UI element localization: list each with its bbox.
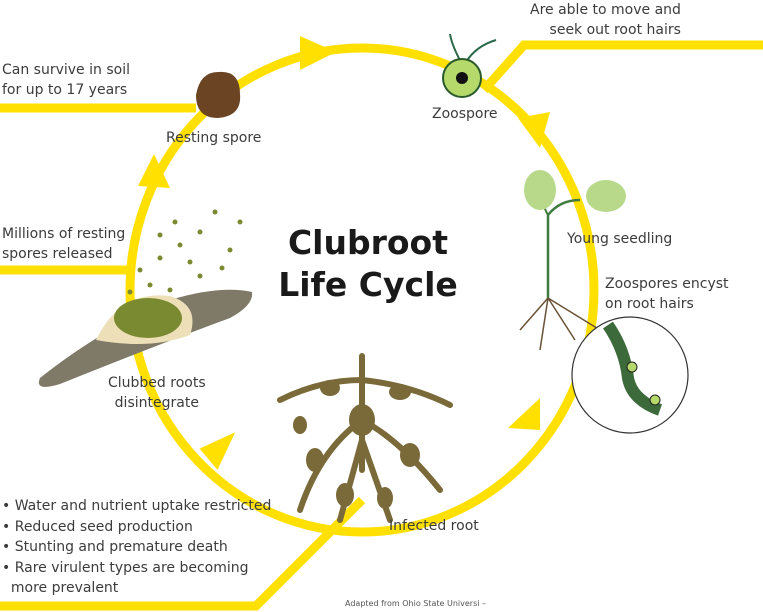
note-millions: Millions of resting spores released <box>2 224 125 264</box>
effect-text: Stunting and premature death <box>14 539 228 555</box>
effect-item: • Rare virulent types are becoming <box>2 559 249 576</box>
move-line-1: Are able to move and <box>530 2 681 18</box>
effect-item: • Reduced seed production <box>2 518 193 535</box>
move-line-2: seek out root hairs <box>549 22 681 38</box>
encyst-line-2: on root hairs <box>605 296 694 312</box>
label-zoospore: Zoospore <box>432 106 498 122</box>
title-line-1: Clubroot <box>287 223 449 262</box>
arrow-lower-right <box>508 398 540 430</box>
label-infected-root: Infected root <box>389 518 479 534</box>
arrow-right <box>518 112 550 148</box>
effect-item: • Water and nutrient uptake restricted <box>2 498 272 514</box>
millions-line-1: Millions of resting <box>2 226 126 242</box>
label-clubbed-roots: Clubbed roots disintegrate <box>108 373 206 413</box>
clubbed-line-1: Clubbed roots <box>108 375 206 391</box>
arrow-top <box>300 36 336 70</box>
young-seedling-icon <box>519 170 626 351</box>
survive-line-1: Can survive in soil <box>2 62 130 78</box>
effect-text: Water and nutrient uptake restricted <box>14 498 272 514</box>
released-spores-icon <box>127 209 243 295</box>
title-line-2: Life Cycle <box>278 265 458 304</box>
infected-root-icon <box>277 353 453 523</box>
leader-effects <box>0 496 366 611</box>
encyst-line-1: Zoospores encyst <box>605 276 729 292</box>
clubbed-root-icon <box>38 289 253 387</box>
resting-spore-icon <box>196 71 241 118</box>
effect-item-cont: more prevalent <box>2 578 271 599</box>
effects-list: • Water and nutrient uptake restricted •… <box>2 496 271 599</box>
diagram-title: Clubroot Life Cycle <box>268 222 468 306</box>
note-move: Are able to move and seek out root hairs <box>530 0 681 40</box>
leader-move <box>480 40 763 93</box>
arrow-lower-left <box>199 432 236 470</box>
note-survive: Can survive in soil for up to 17 years <box>2 60 130 100</box>
clubbed-line-2: disintegrate <box>114 395 199 411</box>
credit-text: Adapted from Ohio State Universi – <box>345 599 487 608</box>
millions-line-2: spores released <box>2 246 113 262</box>
effect-text: more prevalent <box>10 580 119 596</box>
label-young-seedling: Young seedling <box>567 231 673 247</box>
arrow-left <box>138 154 170 188</box>
survive-line-2: for up to 17 years <box>2 82 128 98</box>
effect-item: • Stunting and premature death <box>2 539 228 555</box>
label-resting-spore: Resting spore <box>166 130 262 146</box>
encyst-inset-icon <box>571 316 689 434</box>
effect-text: Rare virulent types are becoming <box>14 559 249 576</box>
label-encyst: Zoospores encyst on root hairs <box>605 274 729 314</box>
effect-text: Reduced seed production <box>14 518 193 535</box>
zoospore-icon <box>442 33 497 98</box>
